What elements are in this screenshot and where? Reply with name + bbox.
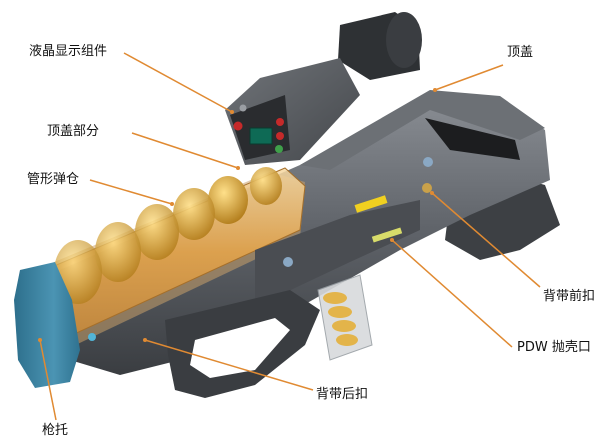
- leader-dots: [38, 88, 437, 342]
- shells: [54, 167, 282, 304]
- label-sling-front: 背带前扣: [543, 289, 596, 304]
- label-sling-rear: 背带后扣: [316, 387, 369, 402]
- front-knob: [423, 157, 433, 167]
- label-lcd: 液晶显示组件: [29, 44, 108, 59]
- lower-frame: [255, 200, 420, 300]
- lcd-button-red-1: [233, 121, 243, 131]
- stock: [14, 262, 80, 388]
- sling-front-knob: [422, 183, 432, 193]
- label-pdw-ejection: PDW 抛壳口: [517, 340, 591, 355]
- label-stock: 枪托: [42, 423, 69, 438]
- ejection-port-slot: [371, 227, 403, 243]
- optic-lens: [386, 12, 422, 68]
- lcd-button-green: [275, 145, 283, 153]
- label-top-cover-part: 顶盖部分: [47, 124, 100, 139]
- lcd-button-red-2: [276, 118, 284, 126]
- lcd-button-gray: [239, 104, 247, 112]
- side-magazine: [317, 274, 373, 361]
- side-vent: [425, 118, 520, 160]
- label-top-cover: 顶盖: [507, 45, 534, 60]
- trigger-guard-hole: [190, 318, 290, 378]
- lcd-screen: [249, 127, 273, 145]
- lcd-button-red-3: [276, 132, 284, 140]
- leader-lines: [39, 52, 541, 421]
- yellow-slot-upper: [354, 195, 388, 213]
- side-knob: [283, 257, 293, 267]
- label-tube-magazine: 管形弹仓: [27, 172, 80, 187]
- top-cover: [300, 90, 545, 170]
- sling-rear-knob: [88, 333, 96, 341]
